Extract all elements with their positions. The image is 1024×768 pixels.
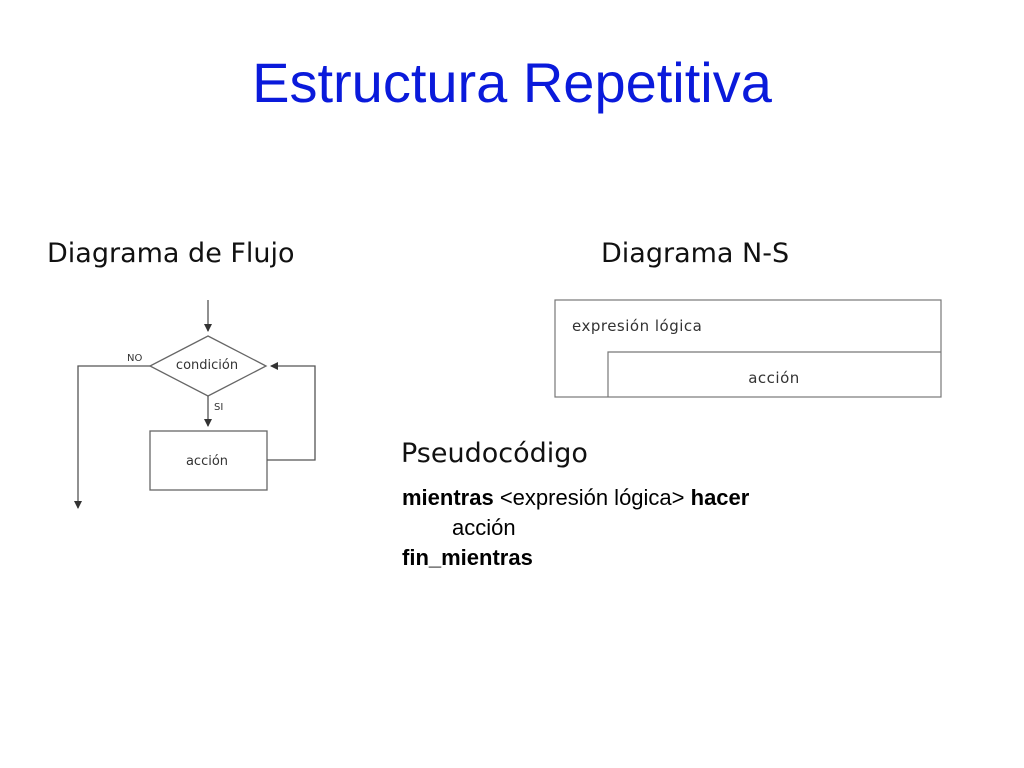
flow-diagram-heading: Diagrama de Flujo [47,238,295,269]
ns-chart: expresión lógica acción [554,299,942,398]
flowchart: condición NO SI acción [74,300,316,509]
ns-diagram-heading: Diagrama N-S [601,238,790,269]
yes-label: SI [214,402,223,413]
pseudocode-line-3: fin_mientras [402,545,533,570]
ns-outer-box [554,299,942,398]
pseudocode-line-1: mientras <expresión lógica> hacer [402,483,749,513]
ns-inner-box [607,351,941,397]
pseudocode-block: mientras <expresión lógica> hacer acción… [402,483,749,573]
loop-back-line [267,362,316,461]
pseudocode-heading: Pseudocódigo [401,438,588,469]
ns-expression-label: expresión lógica [572,317,702,335]
action-box [149,430,268,491]
pseudocode-line-2: acción [452,515,516,540]
keyword-mientras: mientras [402,485,494,510]
action-label: acción [186,454,228,469]
slide-title: Estructura Repetitiva [252,51,772,114]
no-label: NO [127,353,142,364]
ns-action-label: acción [748,369,800,387]
keyword-hacer: hacer [690,485,750,510]
condition-label: condición [176,358,238,373]
logical-expression: <expresión lógica> [493,485,691,510]
no-branch-line [74,365,150,509]
